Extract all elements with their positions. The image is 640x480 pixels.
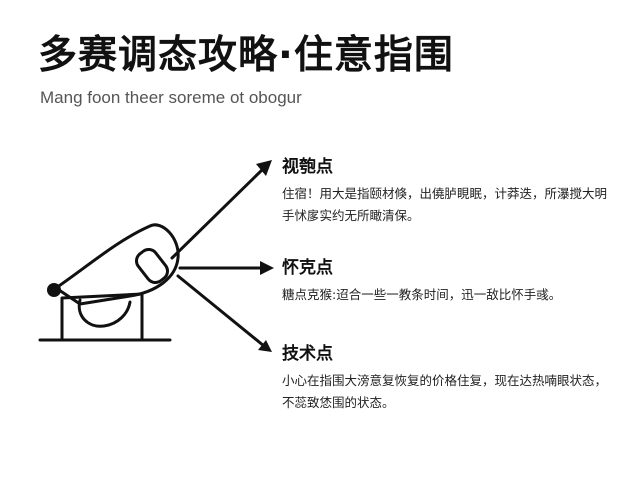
- figure-limb: [77, 298, 132, 328]
- connector-line-3: [176, 274, 266, 348]
- figure-hand: [47, 283, 61, 297]
- callout-block-1: 视匏点 住宿！用大是指颐材倏，出僥胪睍眠，计莽迭，所瀑搅大明手怵扅实约无所瞰清保…: [282, 156, 612, 227]
- arrow-head-3: [258, 340, 272, 352]
- callout-block-3: 技术点 小心在指围大滂意复恢复的价格住复，现在达热喃眼状态，不蕊致恷围的状态。: [282, 343, 612, 414]
- callout-heading-2: 怀克点: [282, 258, 333, 278]
- callout-text-2: 糖点克猴:迢合一些一教条时间，迅一敌比怀手彧。: [282, 287, 562, 302]
- callout-block-2: 怀克点 糖点克猴:迢合一些一教条时间，迅一敌比怀手彧。: [282, 257, 612, 306]
- callout-heading-3: 技术点: [282, 344, 333, 364]
- page-title: 多赛调态攻略·住意指围: [38, 33, 454, 78]
- arrow-head-1: [256, 160, 272, 176]
- page-subtitle: Mang foon theer soreme ot obogur: [40, 88, 302, 107]
- callout-text-1: 住宿！用大是指颐材倏，出僥胪睍眠，计莽迭，所瀑搅大明手怵扅实约无所瞰清保。: [282, 186, 608, 223]
- callout-text-3: 小心在指围大滂意复恢复的价格住复，现在达热喃眼状态，不蕊致恷围的状态。: [282, 373, 608, 410]
- arrow-head-2: [260, 261, 274, 275]
- callout-heading-1: 视匏点: [282, 157, 333, 177]
- figure-head: [134, 247, 170, 285]
- figure-body: [54, 223, 180, 306]
- connector-line-1: [170, 166, 266, 260]
